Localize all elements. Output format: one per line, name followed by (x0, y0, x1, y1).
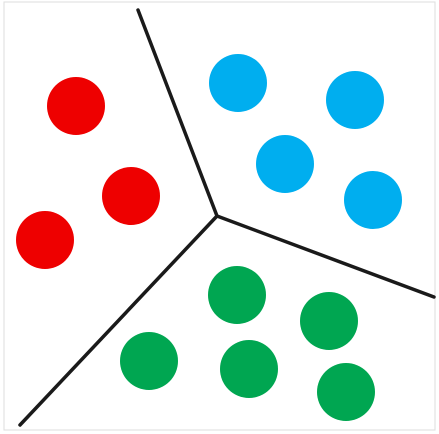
boundary-line-top (136, 8, 219, 218)
point-top-right-1 (209, 54, 267, 112)
point-left-1 (47, 77, 105, 135)
point-top-right-4 (344, 171, 402, 229)
cluster-points (16, 54, 402, 421)
point-bottom-5 (317, 363, 375, 421)
boundary-lines (18, 8, 436, 427)
point-bottom-4 (220, 340, 278, 398)
point-bottom-2 (300, 292, 358, 350)
boundary-line-right (215, 214, 436, 299)
point-bottom-3 (120, 332, 178, 390)
point-top-right-3 (256, 135, 314, 193)
point-left-3 (16, 211, 74, 269)
boundary-line-bottom-left (18, 214, 219, 427)
canvas-frame (3, 1, 436, 431)
point-top-right-2 (326, 71, 384, 129)
point-bottom-1 (208, 266, 266, 324)
point-left-2 (102, 167, 160, 225)
